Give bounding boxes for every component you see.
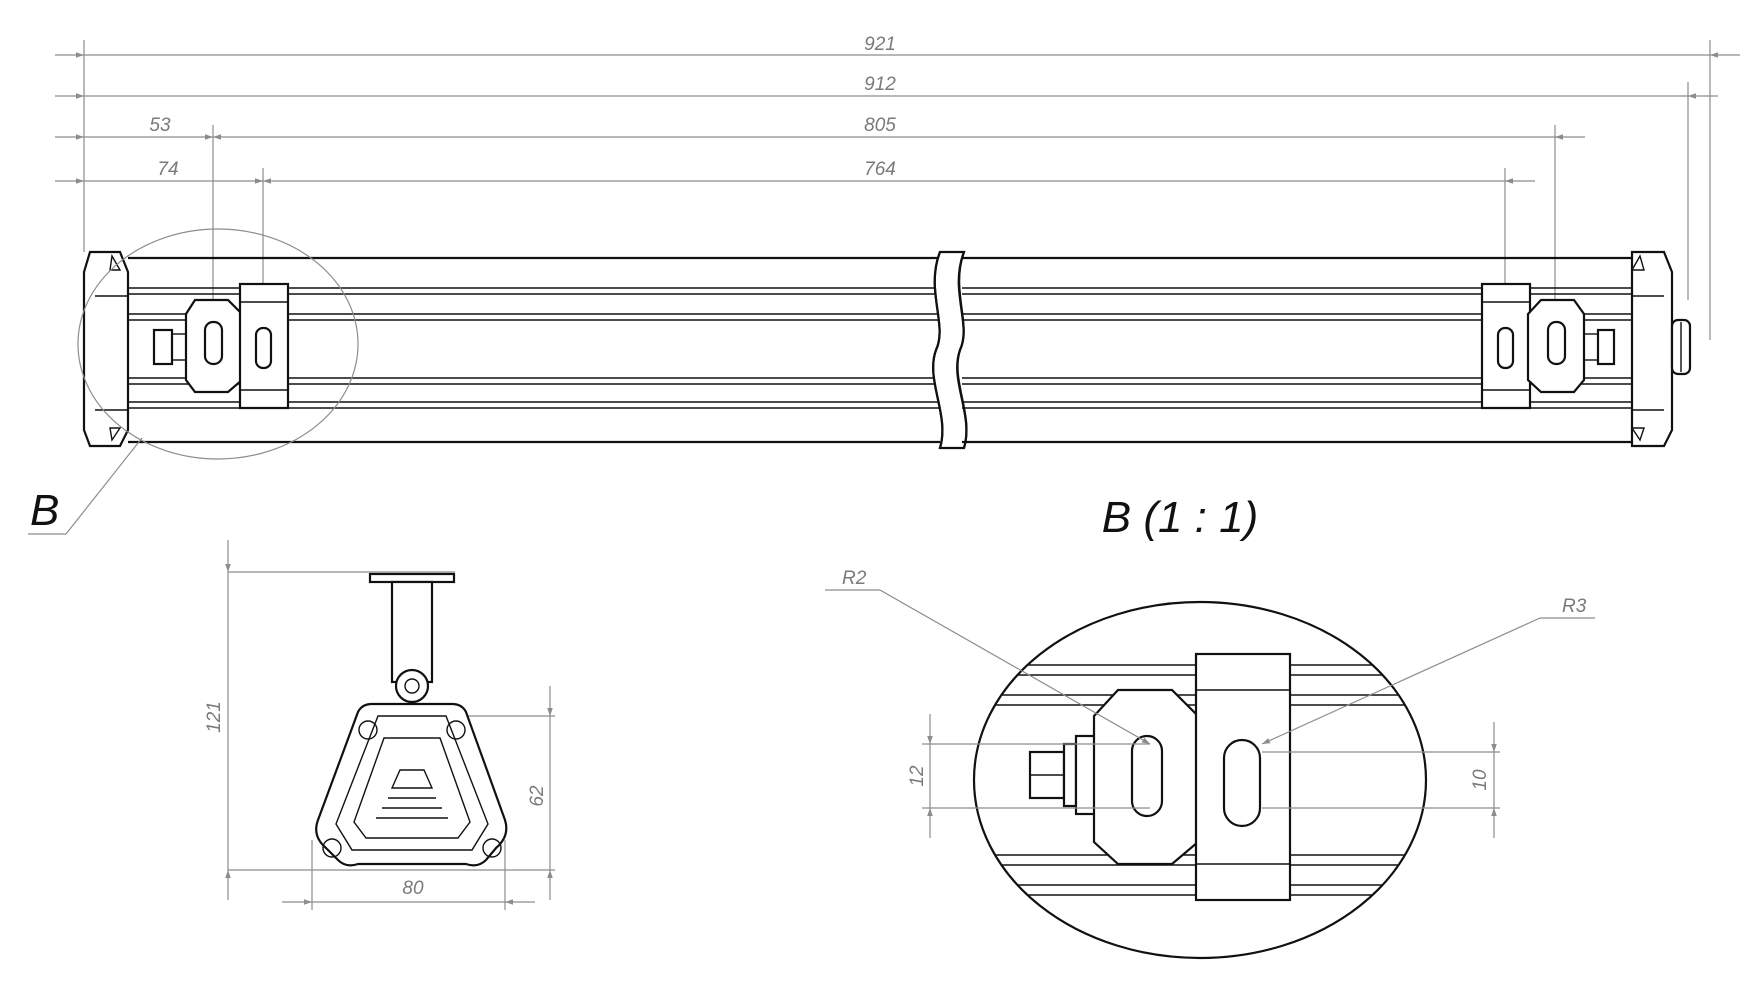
dim-74-label: 74 (157, 159, 178, 180)
detail-outline (972, 600, 1428, 960)
detail-b-circle (77, 228, 359, 460)
slot-r2 (1130, 734, 1164, 818)
detail-view-b: B (1 : 1) R2 (825, 493, 1595, 960)
break-lines (932, 250, 968, 450)
dim-53-label: 53 (149, 115, 171, 136)
dim-912-label: 912 (864, 74, 896, 95)
dimension-53-805: 53 805 (55, 115, 1585, 140)
top-dimensions: 921 912 53 805 74 764 (55, 34, 1740, 340)
left-end-cap (82, 250, 130, 448)
dimension-921: 921 (55, 34, 1740, 58)
dim-921-label: 921 (864, 34, 896, 55)
radius-r3-label: R3 (1562, 596, 1587, 617)
detail-title: B (1 : 1) (1102, 493, 1259, 542)
end-profile-view: 121 62 80 (204, 540, 555, 910)
luminaire-side-view: B (28, 228, 1692, 535)
left-mount-bracket (152, 282, 290, 410)
dim-80-label: 80 (402, 878, 424, 899)
dim-764-label: 764 (864, 159, 896, 180)
right-end-cap (1630, 250, 1692, 448)
dimension-74-764: 74 764 (55, 159, 1535, 184)
detail-marker-b: B (30, 486, 59, 535)
mount-plate (368, 572, 456, 584)
right-mount-bracket (1480, 282, 1616, 410)
profile-housing (315, 702, 508, 867)
mount-arm (390, 580, 434, 684)
slot-r3 (1222, 738, 1262, 828)
dimension-912: 912 (55, 74, 1718, 99)
dim-10-label: 10 (1470, 769, 1491, 791)
pivot-knob (394, 668, 430, 704)
dim-62-label: 62 (527, 785, 548, 807)
warning-triangle-mark (390, 769, 434, 789)
dim-121-label: 121 (204, 701, 225, 733)
dim-805-label: 805 (864, 115, 896, 136)
dim-12-label: 12 (907, 765, 928, 787)
radius-r2-label: R2 (842, 568, 867, 589)
